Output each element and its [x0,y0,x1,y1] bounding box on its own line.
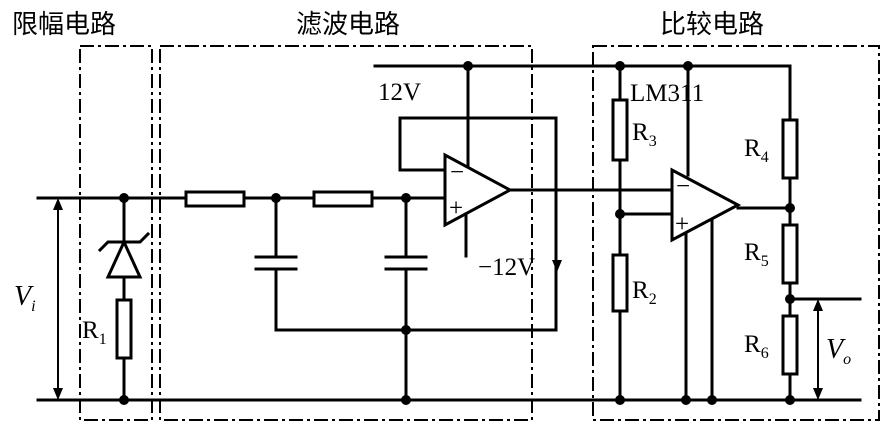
filter-title: 滤波电路 [296,10,400,40]
resistor-r2 [611,253,629,313]
junction-dot [615,61,625,71]
resistor-r6 [781,314,799,376]
junction-dot [119,193,129,203]
opamp1-minus-sign: − [450,159,464,186]
junction-dot [401,395,411,405]
output-voltage-label: Vo [826,334,851,368]
limiter-section-box [79,45,153,421]
chip-label: LM311 [630,80,704,107]
r3-label: R3 [632,119,657,150]
output-voltage-arrow [813,299,823,400]
junction-dot [119,395,129,405]
positive-supply-label: 12V [378,79,421,106]
opamp1-plus-sign: + [449,195,463,222]
negative-supply-arrow [552,260,562,272]
junction-dot [785,294,795,304]
junction-dot [683,61,693,71]
r2-label: R2 [632,277,657,308]
junction-dot [681,395,691,405]
r6-label: R6 [744,331,769,362]
opamp2-plus-sign: + [675,211,689,238]
junction-dot [785,395,795,405]
junction-dot [401,325,411,335]
feedback-loop-wire [274,184,558,332]
comparator-title: 比较电路 [660,10,764,40]
resistor-r4 [781,118,799,180]
zener-diode [97,231,151,279]
filter-section-box [159,45,533,421]
junction-dot [615,395,625,405]
junction-dot [401,193,411,203]
junction-dots [119,61,795,405]
filter-resistor-1 [184,190,246,208]
input-voltage-arrow [53,198,63,400]
comparator-section-box [592,45,880,421]
resistor-r1 [115,298,133,360]
opamp-buffer [443,152,514,228]
r1-label: R1 [82,317,107,348]
buffer-feedback-wire [398,116,558,188]
filter-resistor-2 [312,190,374,208]
r4-label: R4 [744,135,769,166]
junction-dot [785,203,795,213]
resistor-r3 [611,98,629,162]
r5-label: R5 [744,239,769,270]
junction-dot [707,395,717,405]
junction-dot [271,193,281,203]
opamp2-minus-sign: − [676,173,690,200]
input-voltage-label: Vi [14,281,36,315]
comparator-lm311 [670,167,742,243]
junction-dot [463,61,473,71]
resistor-r5 [781,223,799,285]
junction-dot [615,209,625,219]
limiter-title: 限幅电路 [12,10,116,40]
negative-supply-label: −12V [478,254,535,281]
